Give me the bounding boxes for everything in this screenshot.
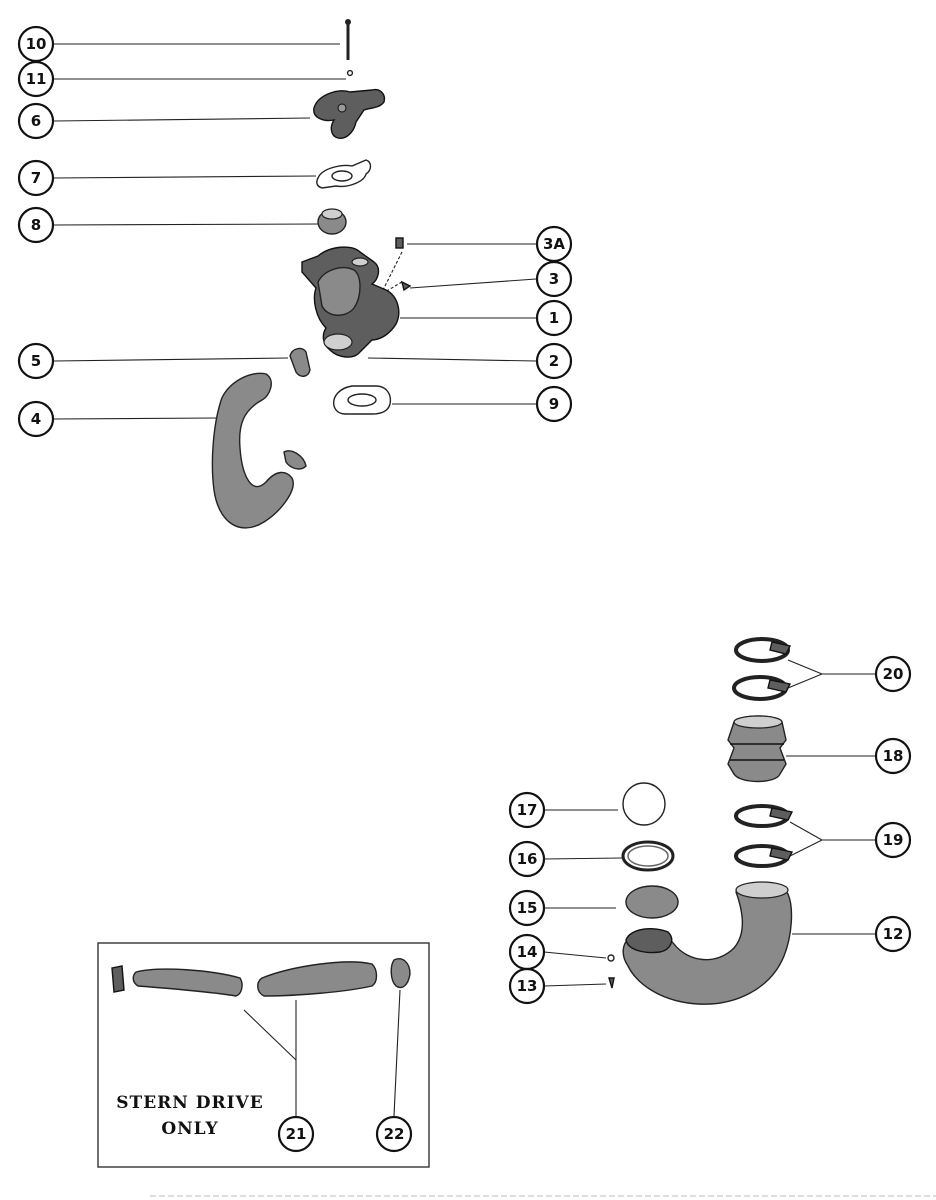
svg-text:22: 22: [384, 1125, 405, 1143]
callout-9: 9: [535, 385, 573, 423]
svg-text:3A: 3A: [543, 235, 565, 253]
leader-8: [53, 223, 321, 226]
svg-text:19: 19: [883, 831, 904, 849]
svg-text:2: 2: [549, 352, 559, 370]
part-18-coupler: [727, 715, 787, 783]
svg-text:18: 18: [883, 747, 904, 765]
inset-label-line1: STERN DRIVE: [116, 1093, 263, 1113]
callout-4: 4: [17, 400, 55, 438]
leader-6: [53, 117, 311, 122]
leader-4: [53, 417, 217, 420]
svg-text:1: 1: [549, 309, 559, 327]
callout-22: 22: [375, 1115, 413, 1153]
svg-text:21: 21: [286, 1125, 307, 1143]
svg-text:5: 5: [31, 352, 41, 370]
leader-19b: [789, 839, 823, 857]
inset-frame: [97, 942, 430, 1168]
part-5-clamp: [289, 347, 311, 377]
part-6-thermostat-housing: [313, 88, 386, 139]
part-3a-plug: [395, 237, 404, 249]
svg-text:14: 14: [517, 943, 538, 961]
svg-text:10: 10: [26, 35, 47, 53]
callout-7: 7: [17, 159, 55, 197]
callout-12: 12: [874, 915, 912, 953]
part-21-hose-right: [257, 961, 378, 997]
callout-6: 6: [17, 102, 55, 140]
svg-text:20: 20: [883, 665, 904, 683]
callout-2: 2: [535, 342, 573, 380]
svg-text:15: 15: [517, 899, 538, 917]
callout-5: 5: [17, 342, 55, 380]
svg-text:8: 8: [31, 216, 41, 234]
leader-2: [367, 357, 537, 362]
part-22-fitting: [390, 958, 411, 989]
inset-end-fitting-left: [111, 965, 125, 993]
callout-16: 16: [508, 840, 546, 878]
leader-5: [53, 357, 289, 362]
svg-text:3: 3: [549, 270, 559, 288]
callout-8: 8: [17, 206, 55, 244]
callout-1: 1: [535, 299, 573, 337]
leader-14: [543, 951, 607, 959]
callout-20: 20: [874, 655, 912, 693]
leader-22: [393, 989, 401, 1117]
svg-text:17: 17: [517, 801, 538, 819]
part-12-elbow-hose: [622, 881, 793, 1005]
svg-text:4: 4: [31, 410, 41, 428]
callout-10: 10: [17, 25, 55, 63]
part-16-ring: [621, 840, 675, 872]
leader-3: [409, 278, 537, 289]
callout-13: 13: [508, 967, 546, 1005]
part-4-hose: [211, 372, 294, 529]
callout-18: 18: [874, 737, 912, 775]
callout-21: 21: [277, 1115, 315, 1153]
part-1-pump-housing: [301, 246, 400, 358]
leader-16: [543, 857, 623, 860]
callout-3: 3: [535, 260, 573, 298]
leader-13: [543, 983, 607, 987]
part-19-hose-clamps: [734, 804, 794, 868]
callout-15: 15: [508, 889, 546, 927]
callout-14: 14: [508, 933, 546, 971]
part-4-hose-clamp: [283, 450, 307, 470]
svg-text:6: 6: [31, 112, 41, 130]
part-20-hose-clamps: [732, 637, 792, 701]
part-14-washer: [607, 954, 615, 962]
callout-17: 17: [508, 791, 546, 829]
callout-3a: 3A: [535, 225, 573, 263]
leader-dash-3a: [377, 251, 403, 301]
leader-7: [53, 175, 317, 179]
part-10-screw: [345, 19, 351, 60]
part-21-hose-left: [132, 968, 243, 997]
part-3-fitting: [400, 280, 412, 292]
svg-text:12: 12: [883, 925, 904, 943]
inset-label-line2: ONLY: [161, 1119, 218, 1139]
callout-19: 19: [874, 821, 912, 859]
svg-text:7: 7: [31, 169, 41, 187]
leader-20b: [787, 673, 823, 689]
part-11-washer: [346, 69, 354, 77]
svg-text:13: 13: [517, 977, 538, 995]
svg-text:11: 11: [26, 70, 47, 88]
part-8-thermostat: [317, 208, 347, 235]
leader-21a: [243, 1009, 297, 1061]
leader-20a: [787, 659, 823, 675]
part-13-screw: [608, 977, 615, 989]
svg-text:16: 16: [517, 850, 538, 868]
part-15-cover: [625, 885, 679, 919]
callout-11: 11: [17, 60, 55, 98]
part-17-seal: [622, 782, 666, 826]
svg-text:9: 9: [549, 395, 559, 413]
leader-19a: [789, 821, 823, 841]
